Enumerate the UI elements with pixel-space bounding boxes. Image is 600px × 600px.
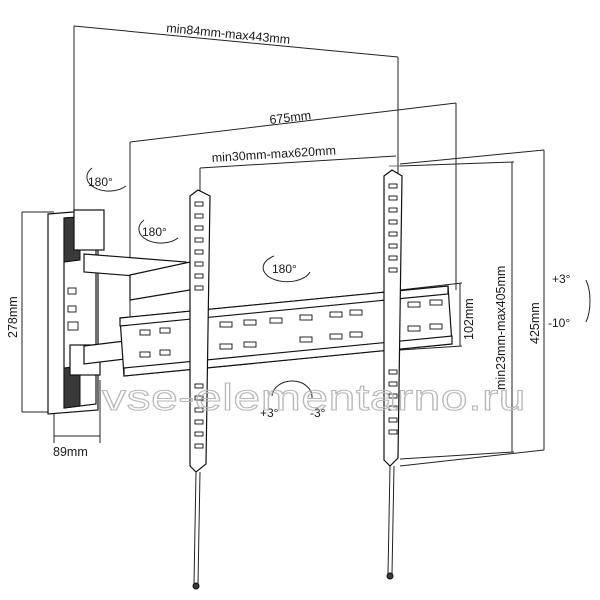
tilt-up-label: +3°: [552, 272, 571, 286]
rail-width-label: 675mm: [269, 108, 312, 127]
bracket-left-holes: [194, 201, 204, 449]
tilt-down-label: -10°: [548, 316, 570, 330]
vertical-spacing-label: min30mm-max620mm: [211, 143, 336, 165]
rotation-rail-label: 180°: [272, 262, 297, 276]
wall-plate-height-label: 278mm: [6, 296, 20, 338]
rotation-arcs: [86, 167, 591, 399]
bracket-right-holes: [388, 183, 398, 435]
rotation-top-label: 180°: [88, 175, 113, 189]
total-height-label: 425mm: [528, 302, 542, 344]
wall-plate-depth-label: 89mm: [53, 445, 88, 459]
vertical-brackets: [189, 169, 403, 590]
vertical-range-label: min23mm-max405mm: [494, 266, 508, 390]
rotation-mid-label: 180°: [142, 225, 167, 239]
level-right-label: -3°: [310, 406, 326, 420]
wall-plate: [47, 209, 105, 415]
labels: min84mm-max443mm 675mm min30mm-max620mm …: [6, 21, 571, 459]
rail-height-label: 102mm: [462, 298, 476, 340]
horizontal-rail: [119, 285, 453, 377]
arm-extension-label: min84mm-max443mm: [166, 21, 291, 47]
swing-arms: [83, 253, 191, 365]
watermark: vse-elementarno.ru: [102, 377, 526, 418]
level-left-label: +3°: [260, 406, 279, 420]
